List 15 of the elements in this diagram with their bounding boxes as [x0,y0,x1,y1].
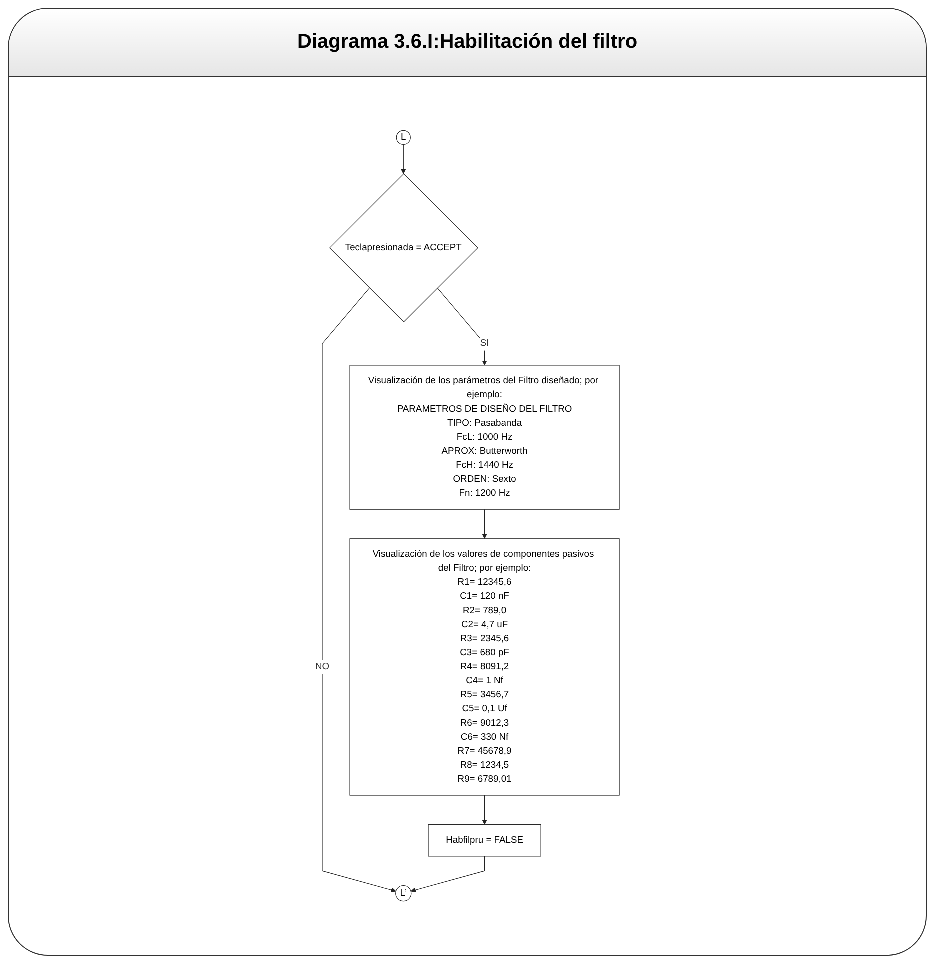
edge-label: NO [315,662,330,672]
node-box: Visualización de los valores de componentes pasivos del Filtro; por ejemplo: R1= 12345,6 C1= 120 nF R2= 789,0 C2= 4,7 uF R3= 2345,6 C3= 680 pF R4= 8091,2 C4= 1 Nf R5= 3456,7 C5= 0,1 Uf R6= 9012,3 C6= 330 Nf R7= 45678,9 R8= 1234,5 R9= 6789,01 [350,538,620,796]
edge-label: SI [480,338,490,348]
arrow [482,795,488,826]
arrow [322,288,396,893]
node-circle: L’ [396,885,412,902]
node-diamond: Teclapresionada = ACCEPT [329,174,478,323]
node-circle: L [396,130,411,146]
arrow [410,856,486,893]
node-box: Visualización de los parámetros del Filtro diseñado; por ejemplo: PARAMETROS DE DISEÑO DEL FILTRO TIPO: Pasabanda FcL: 1000 Hz APROX: Butterworth FcH: 1440 Hz ORDEN: Sexto Fn: 1200 Hz [350,365,620,510]
arrow [437,288,488,366]
diagram-title: Diagrama 3.6.I:Habilitación del filtro [9,9,926,77]
arrow [482,509,488,540]
arrow [401,144,406,174]
node-box: Habfilpru = FALSE [428,824,542,857]
